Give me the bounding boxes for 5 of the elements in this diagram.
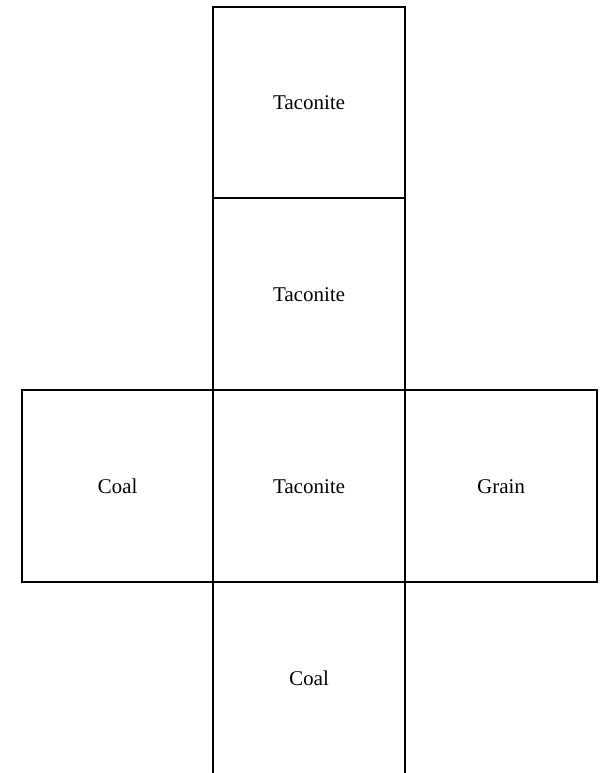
grid-cell: Coal bbox=[212, 581, 406, 773]
grid-cell: Coal bbox=[21, 389, 214, 583]
grid-cell: Taconite bbox=[212, 6, 406, 199]
grid-cell: Taconite bbox=[212, 197, 406, 391]
grid-cell: Grain bbox=[404, 389, 598, 583]
